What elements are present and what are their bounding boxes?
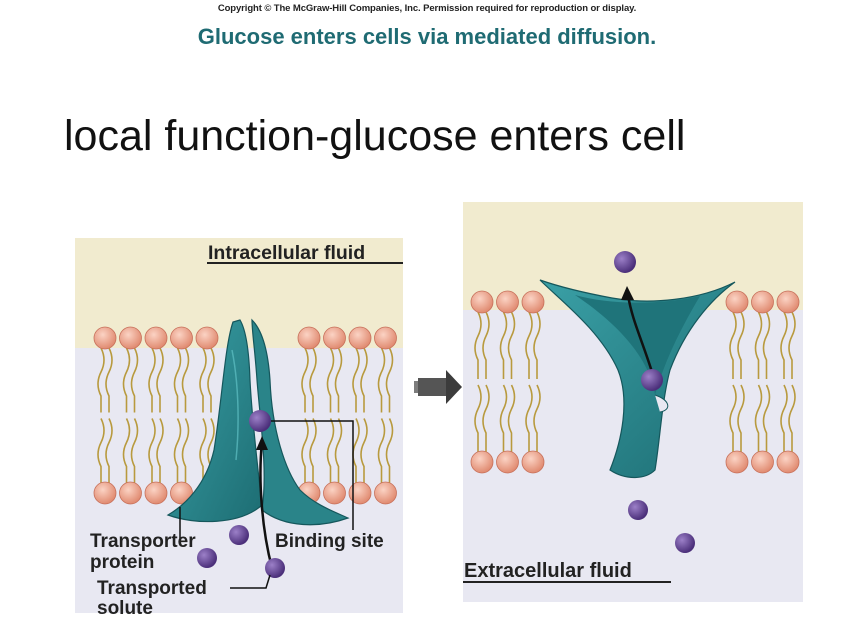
lipid-head [776, 290, 800, 314]
lipid-tail [533, 311, 541, 452]
transition-arrow [414, 370, 462, 404]
lipid-tail [507, 311, 516, 452]
lipid-tail [326, 347, 335, 483]
lipid-tail [156, 347, 164, 483]
lipid-tail [130, 347, 139, 483]
lipid-head [119, 481, 142, 505]
transporter-label-line2: protein [90, 552, 154, 573]
lipid-tail [737, 311, 745, 452]
lipid-tails-right [474, 311, 796, 452]
extracellular-label: Extracellular fluid [464, 560, 632, 582]
lipid-head [470, 450, 494, 474]
lipid-tail [377, 347, 386, 483]
intracellular-underline [207, 262, 403, 264]
lipid-tail [199, 347, 207, 483]
lipid-head [776, 450, 800, 474]
lipid-head [751, 450, 774, 474]
lipid-head [374, 326, 397, 350]
lipid-tail [360, 347, 368, 483]
leader-lines [179, 420, 354, 589]
lipid-tail [729, 311, 737, 452]
slide-subtitle: Glucose enters cells via mediated diffus… [197, 24, 657, 49]
solute-molecule [641, 369, 663, 391]
lipid-head [195, 326, 219, 350]
solute-label-line2: solute [97, 598, 153, 619]
copyright-notice: Copyright © The McGraw-Hill Companies, I… [217, 3, 637, 14]
lipid-head [323, 326, 346, 350]
lipid-tail [334, 347, 343, 483]
lipid-tail [301, 347, 309, 483]
lipid-tail [762, 311, 771, 452]
extracellular-underline [463, 581, 671, 583]
lipid-tail [754, 311, 763, 452]
lipid-tail [352, 347, 360, 483]
lipid-head [93, 481, 117, 505]
lipid-tails [97, 347, 394, 483]
lipid-head [470, 290, 494, 314]
intracellular-label: Intracellular fluid [208, 242, 365, 264]
lipid-tail [309, 347, 317, 483]
lipid-tail [474, 311, 482, 452]
lipid-head [144, 326, 168, 350]
solute-label-line1: Transported [97, 578, 207, 599]
lipid-head [348, 481, 372, 505]
solute-molecule [249, 410, 271, 432]
lipid-tail [181, 347, 190, 483]
lipid-tail [525, 311, 533, 452]
lipid-head [170, 326, 193, 350]
lipid-tail [788, 311, 796, 452]
lipid-head [521, 450, 545, 474]
lipid-head [374, 481, 397, 505]
solute-molecule [614, 251, 636, 273]
lipid-head [496, 290, 519, 314]
lipid-head [297, 326, 321, 350]
lipid-tail [97, 347, 105, 483]
lipid-tail [780, 311, 788, 452]
lipid-heads-right [470, 290, 800, 474]
lipid-head [496, 450, 519, 474]
lipid-head [144, 481, 168, 505]
left-solutes [197, 410, 285, 578]
lipid-head [93, 326, 117, 350]
lipid-head [751, 290, 774, 314]
lipid-tail [207, 347, 215, 483]
lipid-tail [148, 347, 156, 483]
lipid-head [348, 326, 372, 350]
lipid-head [170, 481, 193, 505]
right-solutes [614, 251, 695, 553]
right-panel [463, 202, 803, 602]
lipid-tail [105, 347, 113, 483]
lipid-tail [482, 311, 490, 452]
lipid-head [725, 450, 749, 474]
lipid-tail [499, 311, 508, 452]
lipid-head [119, 326, 142, 350]
transporter-label-line1: Transporter [90, 531, 196, 552]
left-panel [75, 238, 403, 613]
lipid-head [725, 290, 749, 314]
lipid-head [521, 290, 545, 314]
slide-title: local function-glucose enters cell [64, 112, 686, 160]
transporter-protein [166, 318, 350, 526]
lipid-head [323, 481, 346, 505]
solute-molecule [197, 548, 217, 568]
solute-molecule [628, 500, 648, 520]
solute-molecule [265, 558, 285, 578]
lipid-tail [385, 347, 394, 483]
lipid-tail [173, 347, 182, 483]
transporter-protein-open [539, 279, 736, 479]
binding-site-label: Binding site [275, 531, 384, 552]
lipid-tail [122, 347, 131, 483]
solute-molecule [229, 525, 249, 545]
solute-molecule [675, 533, 695, 553]
